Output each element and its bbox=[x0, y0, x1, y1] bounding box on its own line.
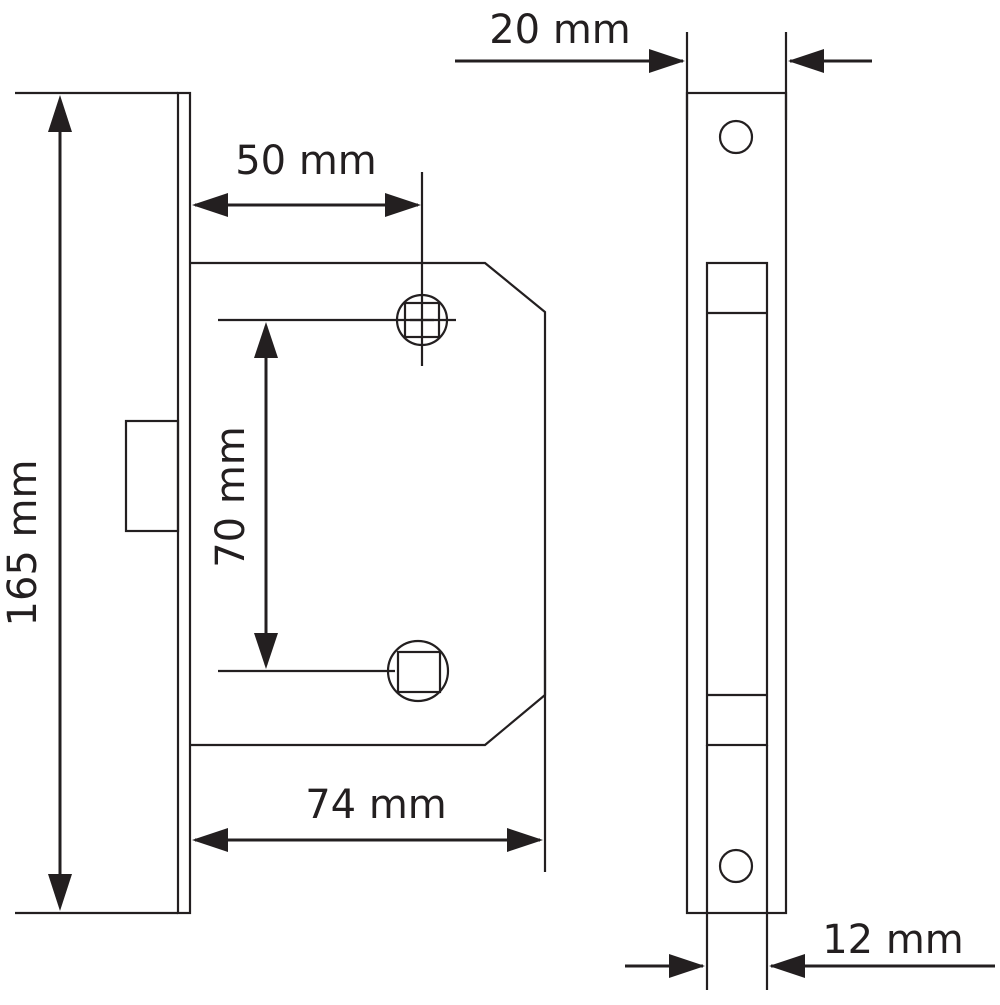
faceplate-outline bbox=[685, 91, 788, 915]
forend-plate bbox=[176, 91, 192, 915]
lock-faceplate-view bbox=[685, 32, 788, 990]
case-opening bbox=[705, 261, 769, 747]
latch-bolt bbox=[124, 419, 180, 533]
dimension-74: 74 mm bbox=[192, 782, 543, 852]
arrow-left-icon bbox=[192, 828, 228, 852]
dimension-20: 20 mm bbox=[455, 7, 872, 73]
label-70: 70 mm bbox=[208, 426, 254, 568]
arrow-right-icon bbox=[649, 49, 685, 73]
lock-case-body bbox=[190, 261, 547, 747]
label-165: 165 mm bbox=[0, 460, 46, 627]
arrow-down-icon bbox=[48, 874, 72, 911]
arrow-left-icon bbox=[192, 193, 228, 217]
arrow-up-icon bbox=[48, 95, 72, 132]
dimension-165: 165 mm bbox=[0, 95, 72, 911]
arrow-up-icon bbox=[254, 322, 278, 358]
arrow-down-icon bbox=[254, 633, 278, 669]
dimension-12: 12 mm bbox=[625, 917, 995, 978]
arrow-right-icon bbox=[507, 828, 543, 852]
screw-hole-bottom bbox=[718, 848, 754, 884]
arrow-left-icon bbox=[769, 954, 805, 978]
dimension-50: 50 mm bbox=[192, 138, 421, 217]
spindle-hole-lower bbox=[386, 639, 450, 703]
screw-hole-top bbox=[718, 119, 754, 155]
arrow-right-icon bbox=[385, 193, 421, 217]
label-12: 12 mm bbox=[822, 917, 964, 963]
dimension-70: 70 mm bbox=[208, 322, 278, 669]
arrow-right-icon bbox=[669, 954, 705, 978]
arrow-left-icon bbox=[788, 49, 824, 73]
label-20: 20 mm bbox=[489, 7, 631, 53]
lock-side-view bbox=[15, 91, 547, 915]
label-74: 74 mm bbox=[305, 782, 447, 828]
label-50: 50 mm bbox=[235, 138, 377, 184]
